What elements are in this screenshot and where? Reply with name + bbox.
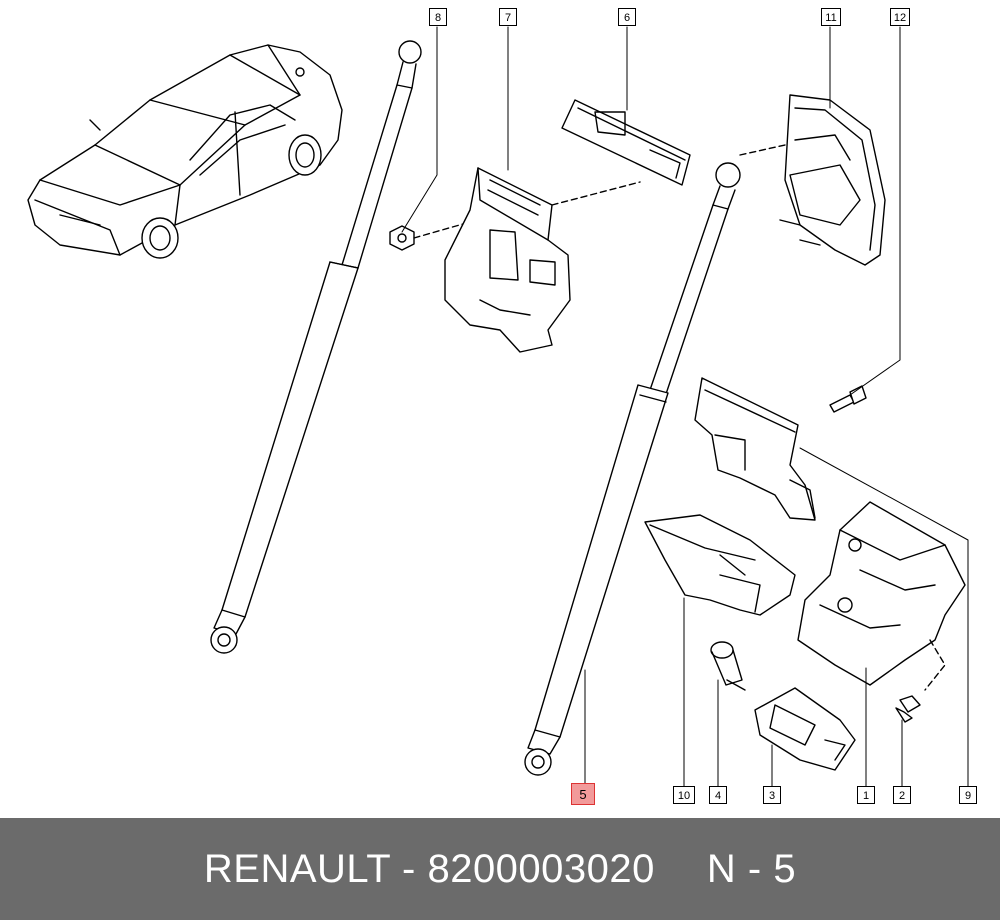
callout-11: 11 [821,8,841,26]
bracket-part-7 [445,168,640,352]
callout-4: 4 [709,786,727,804]
screw-part-12 [830,386,866,412]
screw-part-4 [711,642,745,690]
callout-6: 6 [618,8,636,26]
switch-part-6 [562,100,690,185]
callout-3: 3 [763,786,781,804]
callout-2: 2 [893,786,911,804]
cover-part-9 [695,378,815,520]
screw-part-2 [896,696,920,722]
callout-9: 9 [959,786,977,804]
callout-5: 5 [571,783,595,805]
diagram-position: N - 5 [706,846,797,891]
lock-housing-part-11 [740,95,885,265]
gas-strut-left [211,41,421,653]
callout-10: 10 [673,786,695,804]
leader-lines [402,27,968,786]
callout-12: 12 [890,8,910,26]
car-illustration [28,45,342,258]
callout-8: 8 [429,8,447,26]
callout-7: 7 [499,8,517,26]
part-number-footer: RENAULT - 8200003020 N - 5 [0,818,1000,920]
brand-part-number: RENAULT - 8200003020 [203,846,655,891]
gas-strut-right [525,163,740,775]
cover-part-10 [645,515,795,615]
nut-part-8 [390,222,470,250]
callout-1: 1 [857,786,875,804]
striker-part-3 [755,688,855,770]
lock-part-1 [798,502,965,690]
parts-diagram [0,0,1000,818]
